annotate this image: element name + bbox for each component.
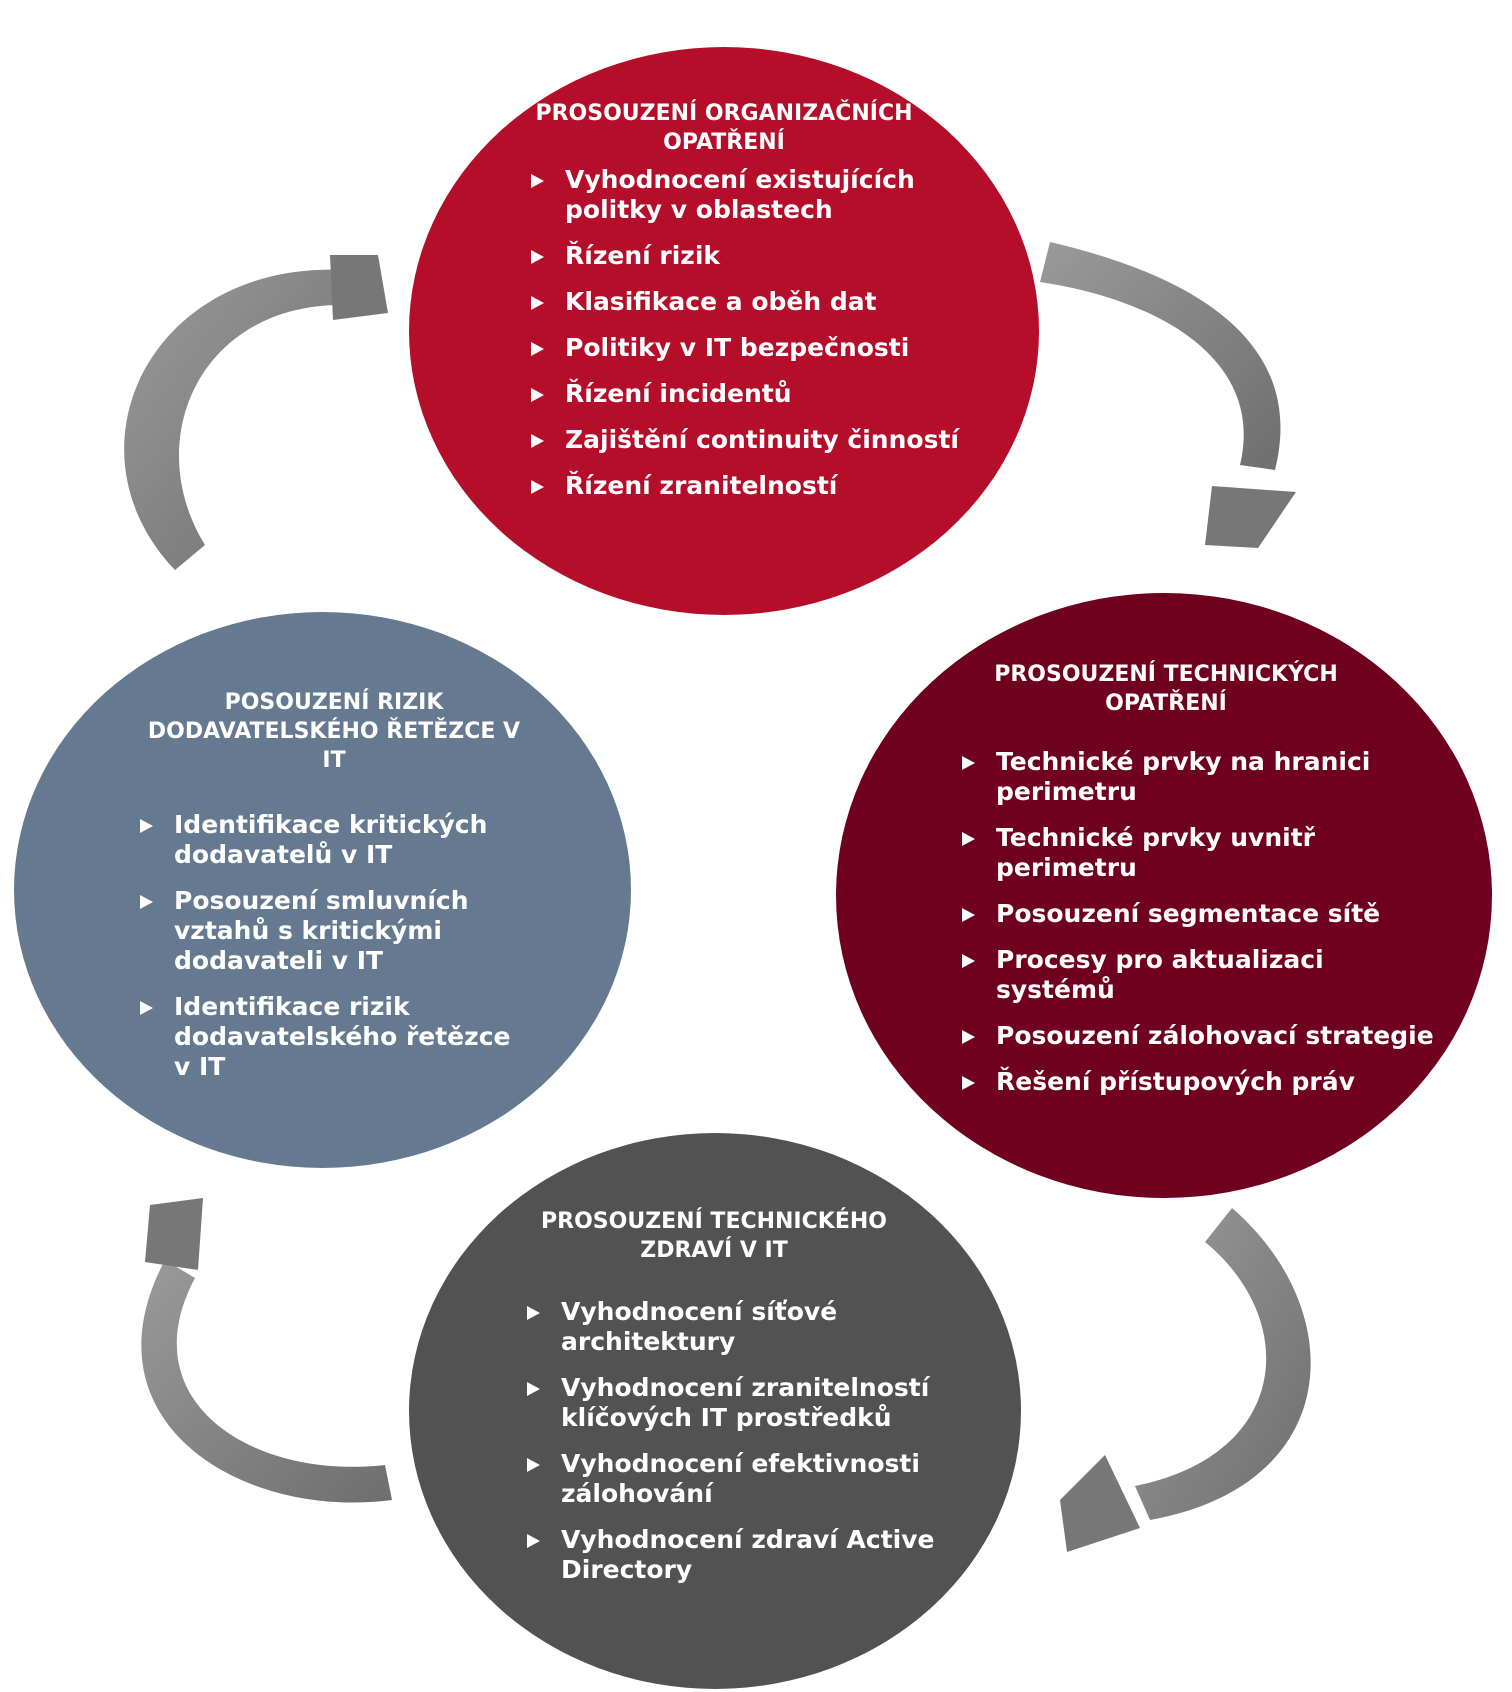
list-item: Politiky v IT bezpečnosti	[529, 333, 1009, 363]
item-label: Identifikace kritických dodavatelů v IT	[174, 810, 488, 869]
list-item: Technické prvky na hranici perimetru	[960, 747, 1440, 807]
circle-organizational: PROSOUZENÍ ORGANIZAČNÍCH OPATŘENÍ Vyhodn…	[409, 47, 1039, 615]
triangle-right-icon	[962, 756, 975, 770]
triangle-right-icon	[531, 174, 544, 188]
list-item: Řízení rizik	[529, 241, 1009, 271]
triangle-right-icon	[962, 1030, 975, 1044]
item-label: Vyhodnocení existujících politky v oblas…	[565, 165, 915, 224]
list-item: Klasifikace a oběh dat	[529, 287, 1009, 317]
item-label: Technické prvky na hranici perimetru	[996, 747, 1371, 806]
circle-technical-health: PROSOUZENÍ TECHNICKÉHO ZDRAVÍ V IT Vyhod…	[409, 1133, 1021, 1689]
list-item: Identifikace rizik dodavatelského řetězc…	[138, 992, 518, 1082]
triangle-right-icon	[962, 954, 975, 968]
circle-title: PROSOUZENÍ TECHNICKÝCH OPATŘENÍ	[994, 662, 1338, 716]
item-label: Vyhodnocení zranitelností klíčových IT p…	[561, 1373, 930, 1432]
list-item: Procesy pro aktualizaci systémů	[960, 945, 1440, 1005]
circle-title: POSOUZENÍ RIZIK DODAVATELSKÉHO ŘETĚZCE V…	[147, 690, 521, 773]
list-item: Vyhodnocení efektivnosti zálohování	[525, 1449, 945, 1509]
item-label: Řízení incidentů	[565, 379, 792, 408]
item-label: Technické prvky uvnitř perimetru	[996, 823, 1315, 882]
arrow-head-org-to-tech	[1205, 486, 1296, 548]
item-label: Posouzení segmentace sítě	[996, 899, 1381, 928]
list-item: Řízení zranitelností	[529, 471, 1009, 501]
item-label: Politiky v IT bezpečnosti	[565, 333, 910, 362]
item-list: Vyhodnocení síťové architektury Vyhodnoc…	[525, 1297, 945, 1601]
arrow-head-supply-to-org	[330, 255, 388, 320]
list-item: Posouzení zálohovací strategie	[960, 1021, 1440, 1051]
triangle-right-icon	[140, 895, 153, 909]
item-label: Posouzení smluvních vztahů s kritickými …	[174, 886, 469, 975]
arrow-supply-to-org	[124, 269, 350, 570]
item-label: Posouzení zálohovací strategie	[996, 1021, 1434, 1050]
item-label: Zajištění continuity činností	[565, 425, 959, 454]
item-label: Řízení rizik	[565, 241, 721, 270]
arrow-head-tech-to-health	[1060, 1455, 1140, 1552]
triangle-right-icon	[140, 819, 153, 833]
list-item: Vyhodnocení síťové architektury	[525, 1297, 945, 1357]
triangle-right-icon	[531, 250, 544, 264]
triangle-right-icon	[531, 296, 544, 310]
list-item: Vyhodnocení existujících politky v oblas…	[529, 165, 1009, 225]
triangle-right-icon	[531, 480, 544, 494]
item-list: Identifikace kritických dodavatelů v IT …	[138, 810, 518, 1098]
circle-title: PROSOUZENÍ ORGANIZAČNÍCH OPATŘENÍ	[535, 101, 913, 155]
item-list: Vyhodnocení existujících politky v oblas…	[529, 165, 1009, 517]
list-item: Posouzení smluvních vztahů s kritickými …	[138, 886, 518, 976]
triangle-right-icon	[531, 388, 544, 402]
arrow-org-to-tech	[1040, 242, 1281, 470]
list-item: Posouzení segmentace sítě	[960, 899, 1440, 929]
item-label: Klasifikace a oběh dat	[565, 287, 877, 316]
triangle-right-icon	[527, 1382, 540, 1396]
arrow-head-health-to-supply	[145, 1198, 203, 1270]
item-label: Vyhodnocení zdraví Active Directory	[561, 1525, 935, 1584]
arrow-tech-to-health	[1135, 1208, 1311, 1520]
triangle-right-icon	[531, 434, 544, 448]
list-item: Identifikace kritických dodavatelů v IT	[138, 810, 518, 870]
triangle-right-icon	[527, 1534, 540, 1548]
list-item: Zajištění continuity činností	[529, 425, 1009, 455]
item-label: Vyhodnocení síťové architektury	[561, 1297, 838, 1356]
list-item: Vyhodnocení zdraví Active Directory	[525, 1525, 945, 1585]
triangle-right-icon	[962, 908, 975, 922]
arrow-health-to-supply	[141, 1260, 392, 1503]
triangle-right-icon	[527, 1306, 540, 1320]
circle-title: PROSOUZENÍ TECHNICKÉHO ZDRAVÍ V IT	[541, 1209, 887, 1263]
list-item: Řízení incidentů	[529, 379, 1009, 409]
item-label: Řešení přístupových práv	[996, 1067, 1355, 1096]
triangle-right-icon	[527, 1458, 540, 1472]
item-label: Řízení zranitelností	[565, 471, 838, 500]
triangle-right-icon	[531, 342, 544, 356]
list-item: Řešení přístupových práv	[960, 1067, 1440, 1097]
triangle-right-icon	[962, 832, 975, 846]
item-label: Identifikace rizik dodavatelského řetězc…	[174, 992, 511, 1081]
triangle-right-icon	[140, 1001, 153, 1015]
item-label: Procesy pro aktualizaci systémů	[996, 945, 1324, 1004]
list-item: Technické prvky uvnitř perimetru	[960, 823, 1440, 883]
circle-supply-chain: POSOUZENÍ RIZIK DODAVATELSKÉHO ŘETĚZCE V…	[14, 612, 631, 1168]
item-label: Vyhodnocení efektivnosti zálohování	[561, 1449, 920, 1508]
item-list: Technické prvky na hranici perimetru Tec…	[960, 747, 1440, 1113]
list-item: Vyhodnocení zranitelností klíčových IT p…	[525, 1373, 945, 1433]
circle-technical: PROSOUZENÍ TECHNICKÝCH OPATŘENÍ Technick…	[836, 593, 1492, 1198]
triangle-right-icon	[962, 1076, 975, 1090]
